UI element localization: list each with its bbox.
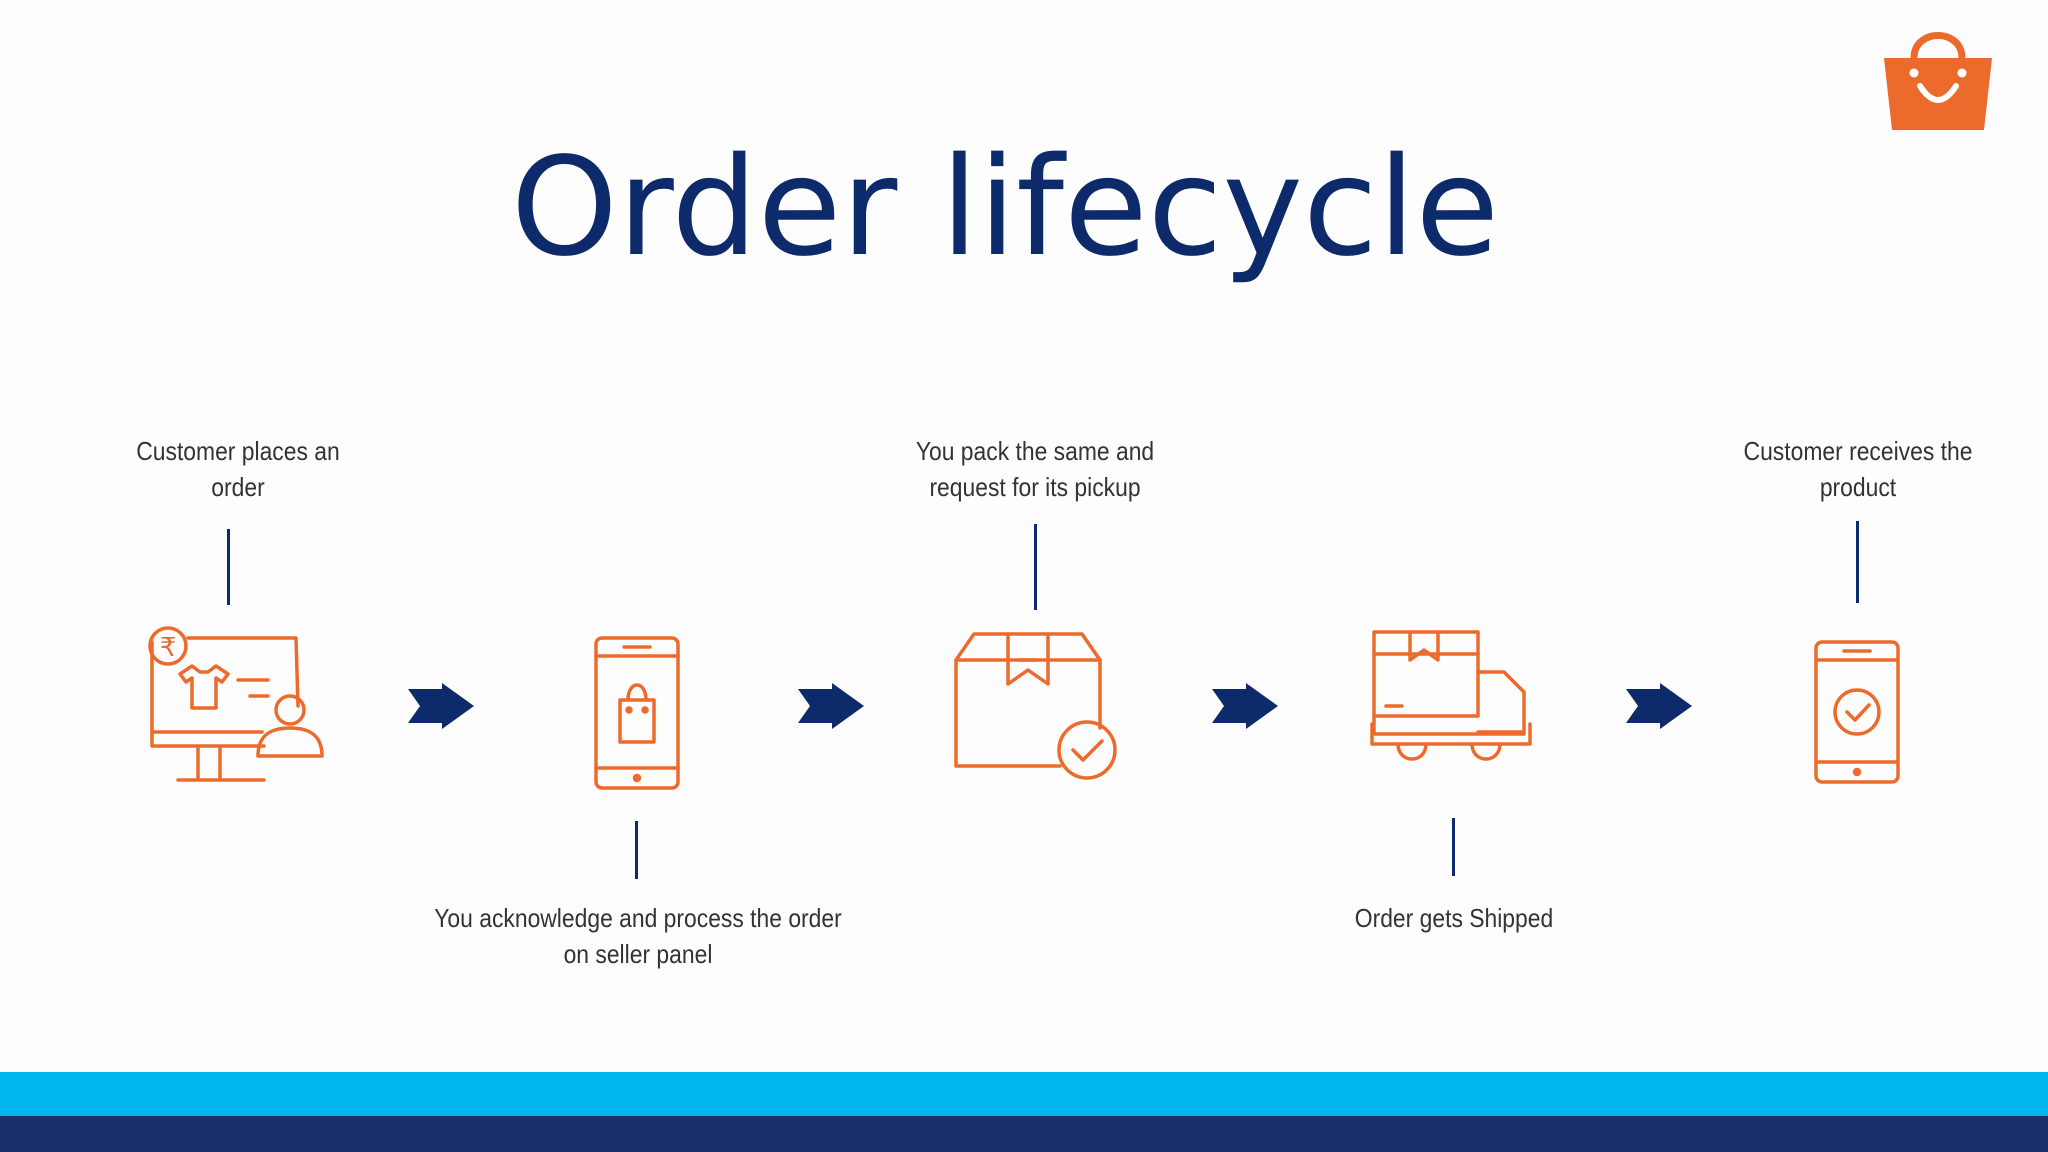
arrow-right-icon <box>1212 683 1278 729</box>
arrow-right-icon <box>1626 683 1692 729</box>
step-2-connector <box>635 821 638 879</box>
footer-band-light <box>0 1072 2048 1116</box>
phone-bag-icon <box>594 636 680 790</box>
arrow-right-icon <box>798 683 864 729</box>
step-2-caption: You acknowledge and process the order on… <box>434 903 842 969</box>
footer-band-dark <box>0 1116 2048 1152</box>
step-1-connector <box>227 529 230 605</box>
step-5-connector <box>1856 521 1859 603</box>
step-4-caption: Order gets Shipped <box>1354 903 1554 933</box>
shopping-bag-logo-icon <box>1884 32 1992 130</box>
step-4-connector <box>1452 818 1455 876</box>
page-title: Order lifecycle <box>510 129 1500 287</box>
step-3-caption: You pack the same and request for its pi… <box>915 436 1155 502</box>
step-5-caption: Customer receives the product <box>1743 436 1973 502</box>
step-3-connector <box>1034 524 1037 610</box>
package-check-icon <box>954 632 1117 780</box>
delivery-truck-icon <box>1370 630 1532 761</box>
step-1-caption: Customer places an order <box>136 436 340 502</box>
arrow-right-icon <box>408 683 474 729</box>
phone-check-icon <box>1814 640 1900 784</box>
monitor-shopper-icon: ₹ <box>148 626 324 782</box>
rupee-symbol: ₹ <box>160 633 177 663</box>
